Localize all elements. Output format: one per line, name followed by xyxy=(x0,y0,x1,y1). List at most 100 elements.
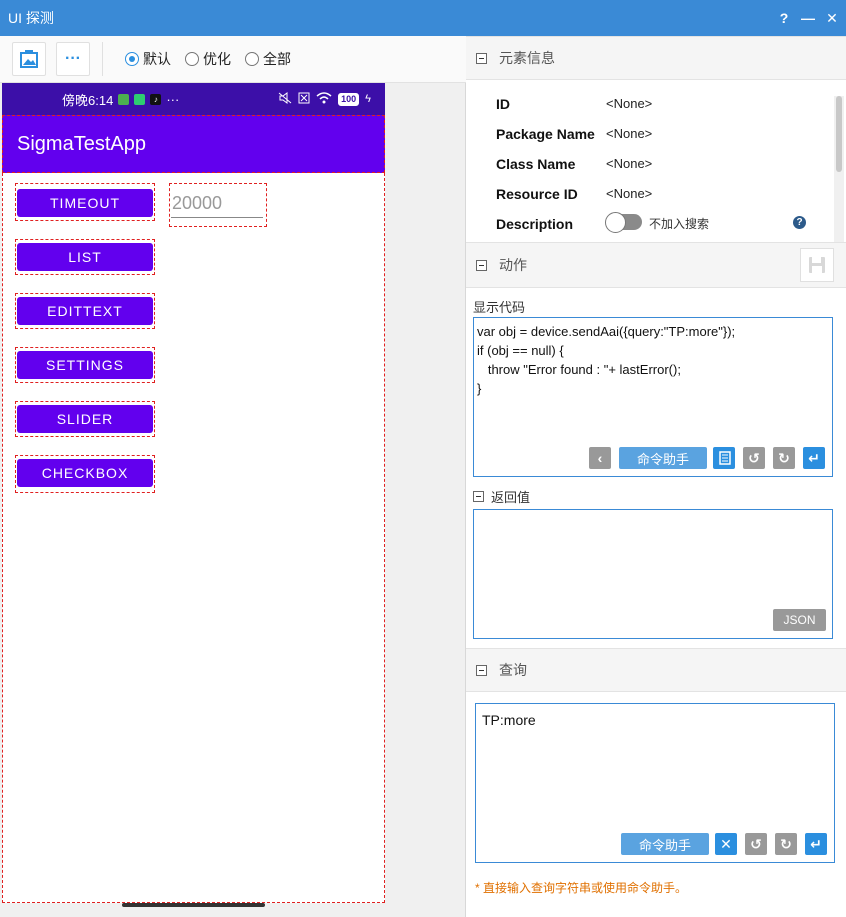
mode-radio-optimize[interactable]: 优化 xyxy=(185,49,231,69)
code-line: throw "Error found : "+ lastError(); xyxy=(477,362,681,377)
status-more-icon: ··· xyxy=(166,91,180,107)
json-button[interactable]: JSON xyxy=(773,609,826,631)
enter-icon: ↵ xyxy=(810,835,822,852)
collapse-icon[interactable] xyxy=(476,52,487,64)
list-button[interactable]: LIST xyxy=(17,243,153,271)
copy-icon xyxy=(719,451,731,465)
timeout-edit-input[interactable]: 20000 xyxy=(172,193,223,213)
info-scrollbar[interactable] xyxy=(834,96,844,242)
section-title: 元素信息 xyxy=(499,50,555,66)
more-icon: ··· xyxy=(65,50,81,67)
radio-label: 默认 xyxy=(143,51,171,67)
edittext-button[interactable]: EDITTEXT xyxy=(17,297,153,325)
device-screen[interactable]: 傍晚6:14 ♪ ··· 100 ϟ SigmaTe xyxy=(2,83,385,907)
description-search-toggle[interactable] xyxy=(605,212,642,233)
query-text: TP:more xyxy=(482,712,536,728)
prop-name: Class Name xyxy=(496,156,576,172)
back-button[interactable]: ‹ xyxy=(589,447,611,469)
save-button[interactable] xyxy=(800,248,834,282)
status-time: 傍晚6:14 xyxy=(62,92,114,108)
return-header[interactable]: 返回值 xyxy=(473,487,530,506)
return-label: 返回值 xyxy=(491,490,531,505)
prop-name: Package Name xyxy=(496,126,595,142)
charging-icon: ϟ xyxy=(365,93,371,105)
radio-label: 优化 xyxy=(203,51,231,67)
app-title-bar[interactable]: SigmaTestApp xyxy=(2,115,385,173)
checkbox-button[interactable]: CHECKBOX xyxy=(17,459,153,487)
image-refresh-icon xyxy=(20,50,38,68)
undo-button[interactable]: ↺ xyxy=(743,447,765,469)
collapse-icon[interactable] xyxy=(476,259,487,271)
radio-label: 全部 xyxy=(263,51,291,67)
no-sim-icon xyxy=(298,92,310,107)
close-icon[interactable]: ✕ xyxy=(826,9,838,26)
prop-value[interactable]: <None> xyxy=(606,186,653,201)
element-info-header[interactable]: 元素信息 xyxy=(466,36,846,80)
timeout-button[interactable]: TIMEOUT xyxy=(17,189,153,217)
redo-icon: ↻ xyxy=(778,449,790,466)
device-pane: ··· 默认 优化 全部 傍晚6:14 ♪ ··· xyxy=(0,36,466,917)
help-icon[interactable]: ? xyxy=(793,216,806,229)
close-icon: ✕ xyxy=(720,835,732,852)
collapse-icon[interactable] xyxy=(473,491,484,502)
help-icon[interactable]: ? xyxy=(779,10,789,26)
redo-button[interactable]: ↻ xyxy=(773,447,795,469)
toggle-label: 不加入搜索 xyxy=(649,217,710,231)
redo-icon: ↻ xyxy=(780,835,792,852)
battery-icon: 100 xyxy=(338,92,360,106)
enter-icon: ↵ xyxy=(808,449,820,466)
slider-outline xyxy=(15,401,155,437)
toolbar-separator xyxy=(102,42,103,76)
query-assistant-button[interactable]: 命令助手 xyxy=(621,833,709,855)
clear-button[interactable]: ✕ xyxy=(715,833,737,855)
query-redo-button[interactable]: ↻ xyxy=(775,833,797,855)
app-content[interactable]: TIMEOUT 20000 LIST EDITTEXT SETTINGS SLI… xyxy=(2,173,385,903)
prop-value[interactable]: <None> xyxy=(606,156,653,171)
edit-outline xyxy=(169,183,267,227)
list-outline xyxy=(15,239,155,275)
radio-dot xyxy=(245,52,259,66)
query-run-button[interactable]: ↵ xyxy=(805,833,827,855)
window-title: UI 探测 xyxy=(8,10,54,26)
app-title: SigmaTestApp xyxy=(17,132,146,155)
run-button[interactable]: ↵ xyxy=(803,447,825,469)
prop-name: ID xyxy=(496,96,510,112)
chevron-left-icon: ‹ xyxy=(597,450,603,466)
wifi-icon xyxy=(316,91,332,107)
settings-button[interactable]: SETTINGS xyxy=(17,351,153,379)
shield-icon xyxy=(134,93,146,105)
prop-value[interactable]: <None> xyxy=(606,96,653,111)
code-line: var obj = device.sendAai({query:"TP:more… xyxy=(477,324,736,339)
slider-button[interactable]: SLIDER xyxy=(17,405,153,433)
code-line: if (obj == null) { xyxy=(477,343,564,358)
undo-icon: ↺ xyxy=(748,449,760,466)
prop-value[interactable]: <None> xyxy=(606,126,653,141)
settings-outline xyxy=(15,347,155,383)
minimize-icon[interactable]: — xyxy=(801,10,815,26)
more-button[interactable]: ··· xyxy=(56,42,90,76)
query-header[interactable]: 查询 xyxy=(466,648,846,692)
timeout-outline xyxy=(15,183,155,221)
prop-name: Description xyxy=(496,216,574,232)
home-indicator[interactable] xyxy=(122,903,265,907)
wechat-icon xyxy=(118,93,130,105)
query-undo-button[interactable]: ↺ xyxy=(745,833,767,855)
code-line: } xyxy=(477,381,482,396)
copy-button[interactable] xyxy=(713,447,735,469)
collapse-icon[interactable] xyxy=(476,664,487,676)
scroll-thumb[interactable] xyxy=(836,96,842,172)
edittext-outline xyxy=(15,293,155,329)
mode-radio-all[interactable]: 全部 xyxy=(245,49,291,69)
screenshot-button[interactable] xyxy=(12,42,46,76)
mode-radio-default[interactable]: 默认 xyxy=(125,49,171,69)
status-bar: 傍晚6:14 ♪ ··· 100 ϟ xyxy=(2,83,385,115)
action-header[interactable]: 动作 xyxy=(466,242,846,288)
inspector-pane: 元素信息 ID <None> Package Name <None> Class… xyxy=(466,36,846,917)
edit-underline xyxy=(171,217,263,218)
command-assistant-button[interactable]: 命令助手 xyxy=(619,447,707,469)
radio-dot xyxy=(185,52,199,66)
undo-icon: ↺ xyxy=(750,835,762,852)
code-label: 显示代码 xyxy=(473,300,526,315)
prop-name: Resource ID xyxy=(496,186,578,202)
toolbar: ··· 默认 优化 全部 xyxy=(0,36,466,83)
